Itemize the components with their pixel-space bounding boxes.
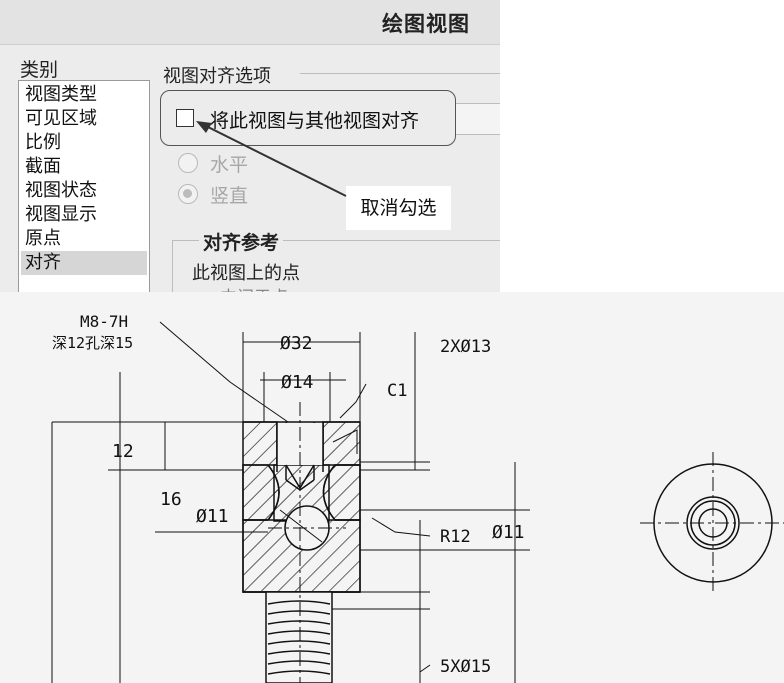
group-divider [300,73,500,74]
drawing-canvas: M8-7H 深12孔深15 Ø32 Ø14 C1 2XØ13 12 16 Ø11… [51,312,784,683]
category-list[interactable]: 视图类型 可见区域 比例 截面 视图状态 视图显示 原点 对齐 [18,80,150,292]
technical-drawing: M8-7H 深12孔深15 Ø32 Ø14 C1 2XØ13 12 16 Ø11… [0,292,784,683]
radio-vertical[interactable] [178,184,198,204]
radio-horizontal[interactable] [178,153,198,173]
highlight-ring [160,90,456,146]
dim-2x-diameter-13: 2XØ13 [440,337,491,357]
alignment-reference-group [172,240,500,292]
category-label: 类别 [20,59,59,81]
dialog-title-bar: 绘图视图 [0,0,500,45]
dimension-lines [51,321,530,683]
category-item-view-display[interactable]: 视图显示 [25,204,97,225]
alignment-options-label: 视图对齐选项 [163,62,275,88]
dim-diameter-32: Ø32 [280,333,313,354]
radio-horizontal-label: 水平 [210,154,249,176]
annotation-arrow [196,121,347,197]
dim-12: 12 [112,441,134,462]
dim-r12: R12 [440,527,471,547]
dimension-labels: M8-7H 深12孔深15 Ø32 Ø14 C1 2XØ13 12 16 Ø11… [52,312,525,677]
thread-spec-label: M8-7H [80,312,128,331]
category-item-alignment[interactable]: 对齐 [21,251,147,275]
alignment-reference-title: 对齐参考 [199,228,284,255]
drawing-view-dialog: 绘图视图 类别 视图类型 可见区域 比例 截面 视图状态 视图显示 原点 对齐 … [0,0,500,292]
dim-chamfer: C1 [387,381,407,401]
dim-5x-diameter-15: 5XØ15 [440,657,491,677]
category-item-view-type[interactable]: 视图类型 [25,84,97,105]
align-view-checkbox-label[interactable]: 将此视图与其他视图对齐 [210,110,420,132]
radio-vertical-label: 竖直 [210,185,249,207]
thread-depth-label: 深12孔深15 [52,334,133,352]
dialog-title: 绘图视图 [382,12,470,36]
part-section-view [242,421,361,683]
radio-selected-dot [183,189,192,198]
point-option-partial: 中间于点 [220,283,288,292]
point-on-view-label: 此视图上的点 [192,263,300,284]
dim-16: 16 [160,489,182,510]
dim-left-diameter-11: Ø11 [196,506,229,527]
align-view-checkbox[interactable] [176,109,194,127]
category-item-origin[interactable]: 原点 [25,228,61,249]
category-item-visible-area[interactable]: 可见区域 [25,108,97,129]
dim-right-diameter-11: Ø11 [492,522,525,543]
category-item-view-states[interactable]: 视图状态 [25,180,97,201]
category-item-scale[interactable]: 比例 [25,132,61,153]
dim-diameter-14: Ø14 [281,372,314,393]
end-view [653,463,773,583]
annotation-callout: 取消勾选 [346,186,451,230]
category-item-section[interactable]: 截面 [25,156,61,177]
centerlines [268,402,784,683]
